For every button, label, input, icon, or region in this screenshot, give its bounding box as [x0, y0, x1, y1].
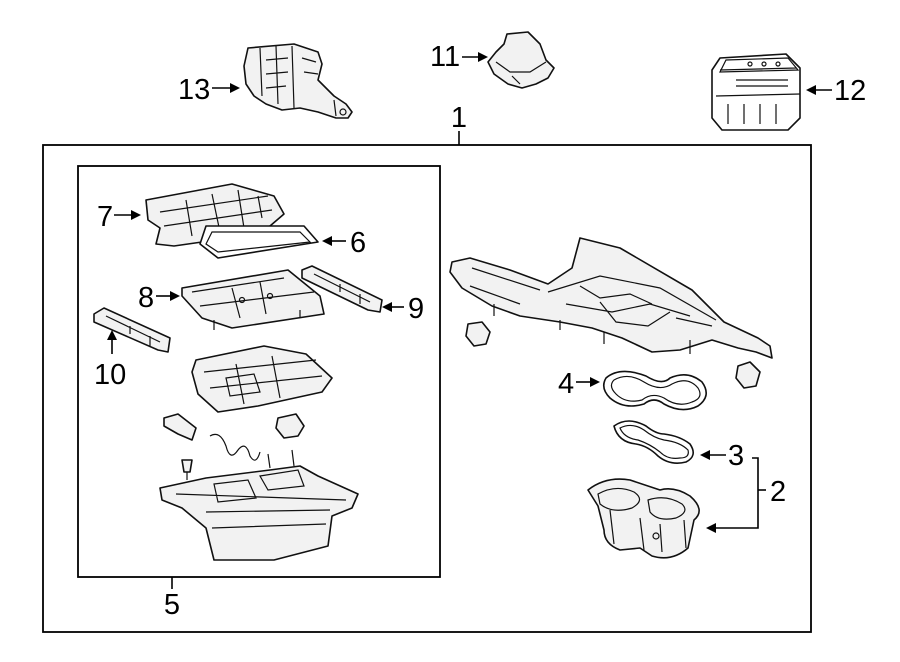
inner-bin [191, 345, 333, 413]
callout-1: 1 [451, 102, 467, 145]
console-box-subassembly-frame [77, 165, 441, 578]
callout-10-label: 10 [94, 359, 126, 391]
callout-2: 2 [706, 457, 786, 533]
callout-11: 11 [430, 41, 488, 73]
part-13-shift-lever [243, 43, 353, 119]
callout-4-label: 4 [558, 368, 574, 400]
callout-8-label: 8 [138, 282, 154, 314]
callout-13-label: 13 [178, 74, 210, 106]
callout-12-label: 12 [834, 75, 866, 107]
callout-10: 10 [94, 330, 126, 391]
callout-3: 3 [700, 440, 744, 472]
callout-9-label: 9 [408, 293, 424, 325]
part-10-rail [93, 307, 171, 353]
part-11-shift-knob [487, 31, 555, 89]
callout-7: 7 [97, 201, 141, 233]
callout-8: 8 [138, 282, 180, 314]
callout-12: 12 [806, 75, 866, 107]
callout-7-label: 7 [97, 201, 113, 233]
callout-6: 6 [322, 227, 366, 259]
part-9-rail [301, 265, 383, 313]
part-8-tray [181, 269, 325, 330]
callout-11-label: 11 [430, 41, 460, 73]
callout-5: 5 [164, 577, 180, 621]
part-3-gasket [613, 420, 694, 464]
console-clip-hardware [163, 413, 305, 480]
callout-4: 4 [558, 368, 600, 400]
callout-6-label: 6 [350, 227, 366, 259]
console-box [159, 449, 359, 561]
part-2-cup-holder [587, 478, 700, 559]
callout-5-label: 5 [164, 589, 180, 621]
console-assembly-frame [42, 144, 812, 633]
callout-13: 13 [178, 74, 240, 106]
callout-9: 9 [382, 293, 424, 325]
callout-2-label: 2 [770, 476, 786, 508]
part-12-switch [711, 53, 801, 131]
console-body [449, 237, 773, 389]
part-4-ring [602, 370, 707, 411]
callout-1-label: 1 [451, 102, 467, 134]
part-6-pad [199, 225, 319, 259]
callout-3-label: 3 [728, 440, 744, 472]
